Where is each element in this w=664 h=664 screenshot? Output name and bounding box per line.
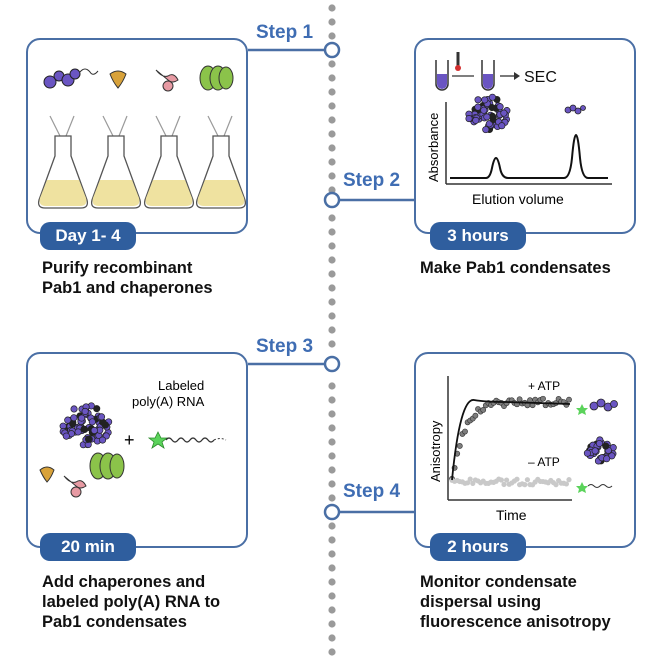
step-1-label: Step 1	[256, 22, 314, 43]
chaperone-green-icon	[199, 65, 234, 91]
monomer-icon	[564, 104, 586, 115]
desc-condensates: Make Pab1 condensates	[420, 259, 611, 277]
tab-20-min: 20 min	[40, 533, 136, 561]
chaperone-pink-icon	[63, 475, 87, 498]
step-2-node	[323, 191, 341, 209]
step-3-node	[323, 355, 341, 373]
sec-illustration: SEC Absorbance Elution volume	[426, 52, 612, 207]
chaperone-green-icon	[89, 452, 125, 480]
chaperone-pink-icon	[155, 69, 179, 92]
chromatogram-trace	[450, 134, 608, 179]
step-3-label: Step 3	[256, 336, 314, 357]
fluorophore-star-icon	[147, 431, 169, 449]
culture-flasks	[37, 115, 247, 209]
flasks-illustration	[37, 65, 247, 209]
absorbance-axis-label: Absorbance	[426, 113, 441, 182]
panel-monitor: Anisotropy Time + ATP – ATP	[414, 352, 636, 548]
panel-purify	[26, 38, 248, 234]
elution-axis-label: Elution volume	[472, 191, 564, 207]
plus-atp-points	[449, 395, 572, 482]
chaperone-small-icon	[39, 466, 55, 483]
chaperone-small-icon	[109, 70, 127, 89]
step-1-node	[323, 41, 341, 59]
time-axis-label: Time	[496, 507, 527, 523]
dispersed-protein-icon	[576, 398, 618, 415]
rna-label-line-1: Labeled	[158, 378, 204, 393]
timeline-dots	[328, 4, 336, 656]
tab-2-hours: 2 hours	[430, 533, 526, 561]
panel-condensates: SEC Absorbance Elution volume	[414, 38, 636, 234]
step-2-label: Step 2	[343, 170, 401, 191]
anisotropy-plot: Anisotropy Time + ATP – ATP	[428, 376, 618, 523]
panel-add-chaperones: + Labeled poly(A) RNA	[26, 352, 248, 548]
condensate-cluster-icon	[59, 402, 113, 449]
plus-atp-fit-line	[451, 399, 571, 481]
minus-atp-points	[449, 476, 572, 488]
rna-label-line-2: poly(A) RNA	[132, 394, 205, 409]
plus-atp-label: + ATP	[528, 379, 560, 393]
plus-sign: +	[124, 430, 135, 450]
step-4-node	[323, 503, 341, 521]
thermometer-icon	[455, 52, 461, 71]
polya-rna-strand	[165, 437, 215, 443]
test-tube-icon	[435, 60, 495, 91]
mix-illustration: + Labeled poly(A) RNA	[39, 378, 227, 498]
minus-atp-label: – ATP	[528, 455, 560, 469]
free-rna-icon	[576, 482, 613, 493]
condensate-cluster-icon	[583, 436, 617, 465]
sec-label: SEC	[524, 69, 557, 86]
condensate-cluster-icon	[465, 93, 511, 134]
tab-3-hours: 3 hours	[430, 222, 526, 250]
pab1-protein-icon	[43, 68, 99, 89]
anisotropy-axis-label: Anisotropy	[428, 420, 443, 482]
step-4-label: Step 4	[343, 481, 401, 502]
tab-day-1-4: Day 1- 4	[40, 222, 136, 250]
